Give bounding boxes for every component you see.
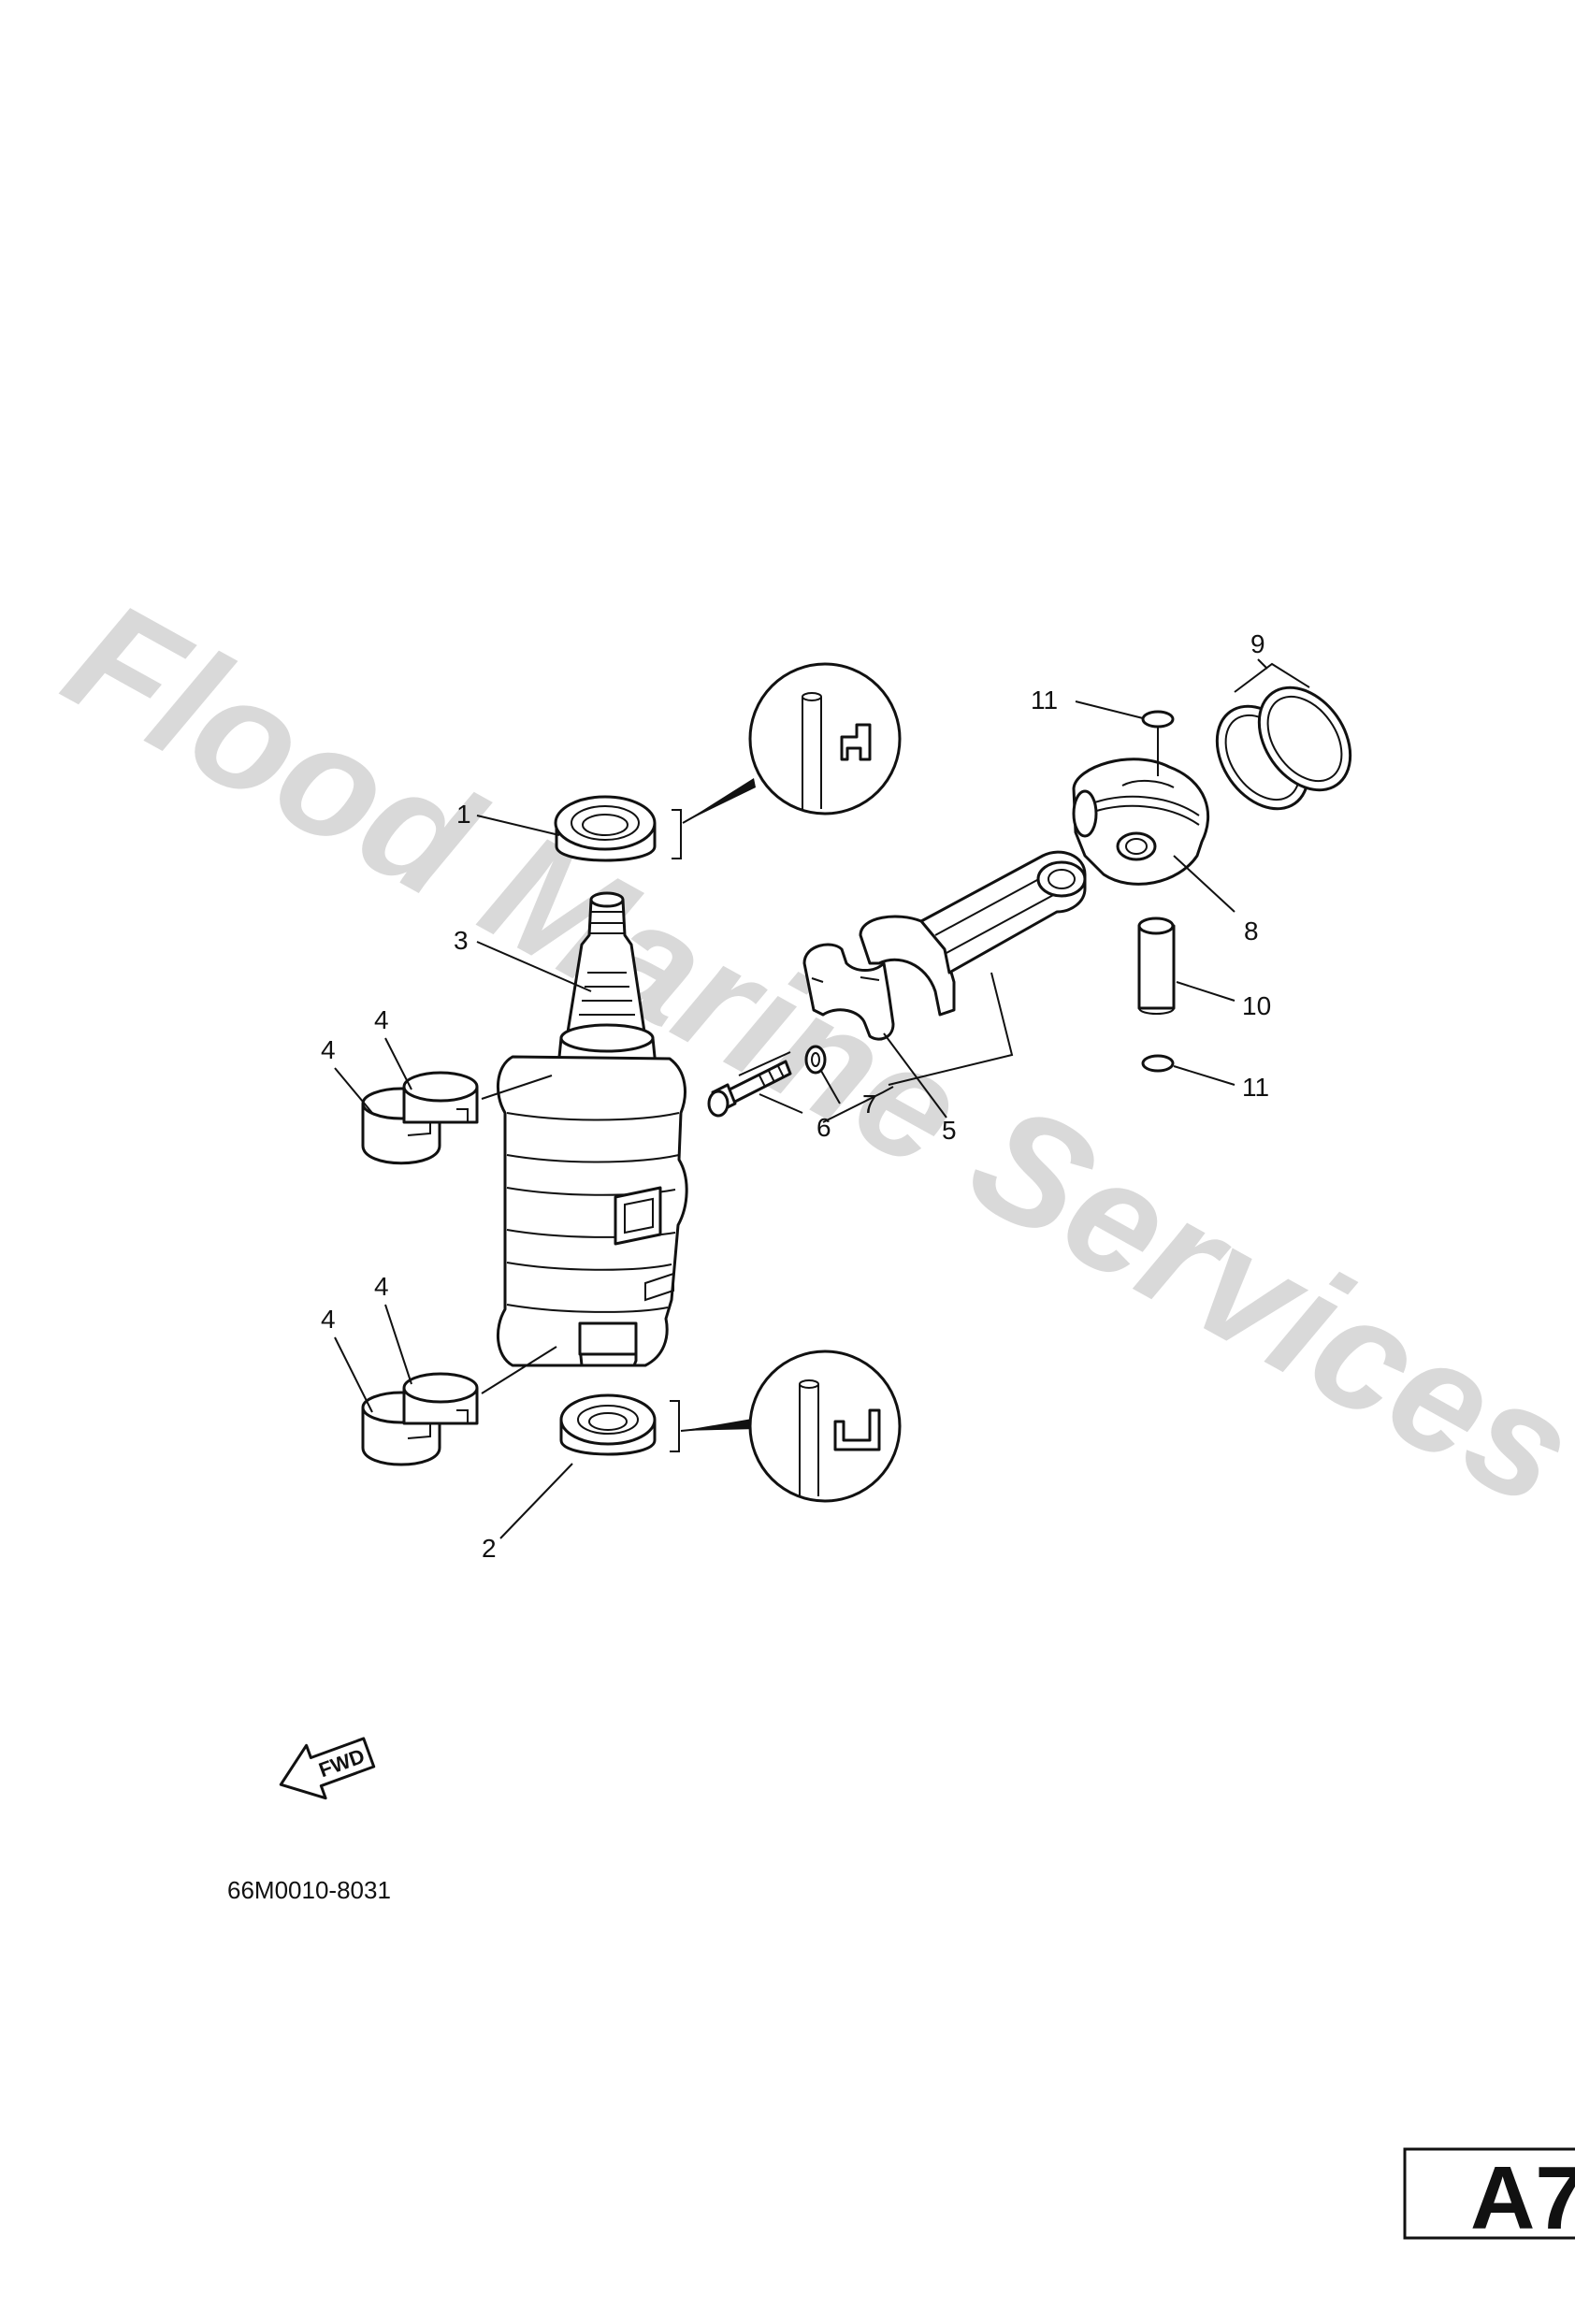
seal-detail-lower	[748, 1350, 902, 1503]
callout-9: 9	[1250, 629, 1265, 658]
callout-2: 2	[482, 1534, 497, 1563]
con-rod-bolt	[707, 1060, 803, 1118]
diagram-code: 66M0010-8031	[227, 1876, 391, 1904]
callout-3: 3	[454, 926, 469, 955]
leader-4a	[384, 1037, 412, 1090]
main-bearing-lower	[361, 1346, 557, 1466]
callout-1: 1	[456, 800, 471, 829]
callout-5: 5	[942, 1116, 957, 1145]
group-bracket	[822, 1086, 894, 1123]
leader-1	[476, 815, 560, 836]
connecting-rod	[802, 850, 1087, 1119]
callout-labels: 1 2 3 4 4 4 4 5 6 7 8 9 10 11 11	[321, 629, 1271, 1563]
main-bearing-upper	[361, 1071, 553, 1165]
callout-11-upper: 11	[1031, 686, 1058, 715]
callout-4-lower-left: 4	[321, 1305, 336, 1334]
leader-2	[499, 1463, 573, 1539]
oil-seal-upper	[554, 778, 756, 862]
crankshaft	[496, 891, 688, 1367]
fwd-direction-arrow: FWD	[279, 1737, 376, 1800]
leader-4b	[334, 1067, 373, 1114]
callout-4-lower-right: 4	[374, 1272, 389, 1301]
piston	[1072, 758, 1235, 913]
callout-4-upper-left: 4	[321, 1035, 336, 1064]
callout-6: 6	[816, 1113, 831, 1142]
piston-pin-clips	[1075, 700, 1235, 1086]
page-id: A7	[1470, 2148, 1575, 2248]
callout-7: 7	[862, 1090, 877, 1119]
callout-4-upper-right: 4	[374, 1005, 389, 1034]
callout-11-lower: 11	[1242, 1073, 1269, 1102]
piston-pin	[1137, 917, 1235, 1015]
seal-detail-upper	[748, 662, 902, 816]
page-id-box: A7	[1403, 2147, 1575, 2248]
leader-4c	[384, 1304, 412, 1385]
callout-10: 10	[1242, 991, 1271, 1020]
leader-4d	[334, 1336, 373, 1413]
piston-rings	[1215, 658, 1352, 811]
leader-3	[476, 941, 592, 992]
washer	[738, 1045, 841, 1104]
oil-seal-lower	[559, 1393, 759, 1456]
callout-8: 8	[1244, 917, 1259, 945]
